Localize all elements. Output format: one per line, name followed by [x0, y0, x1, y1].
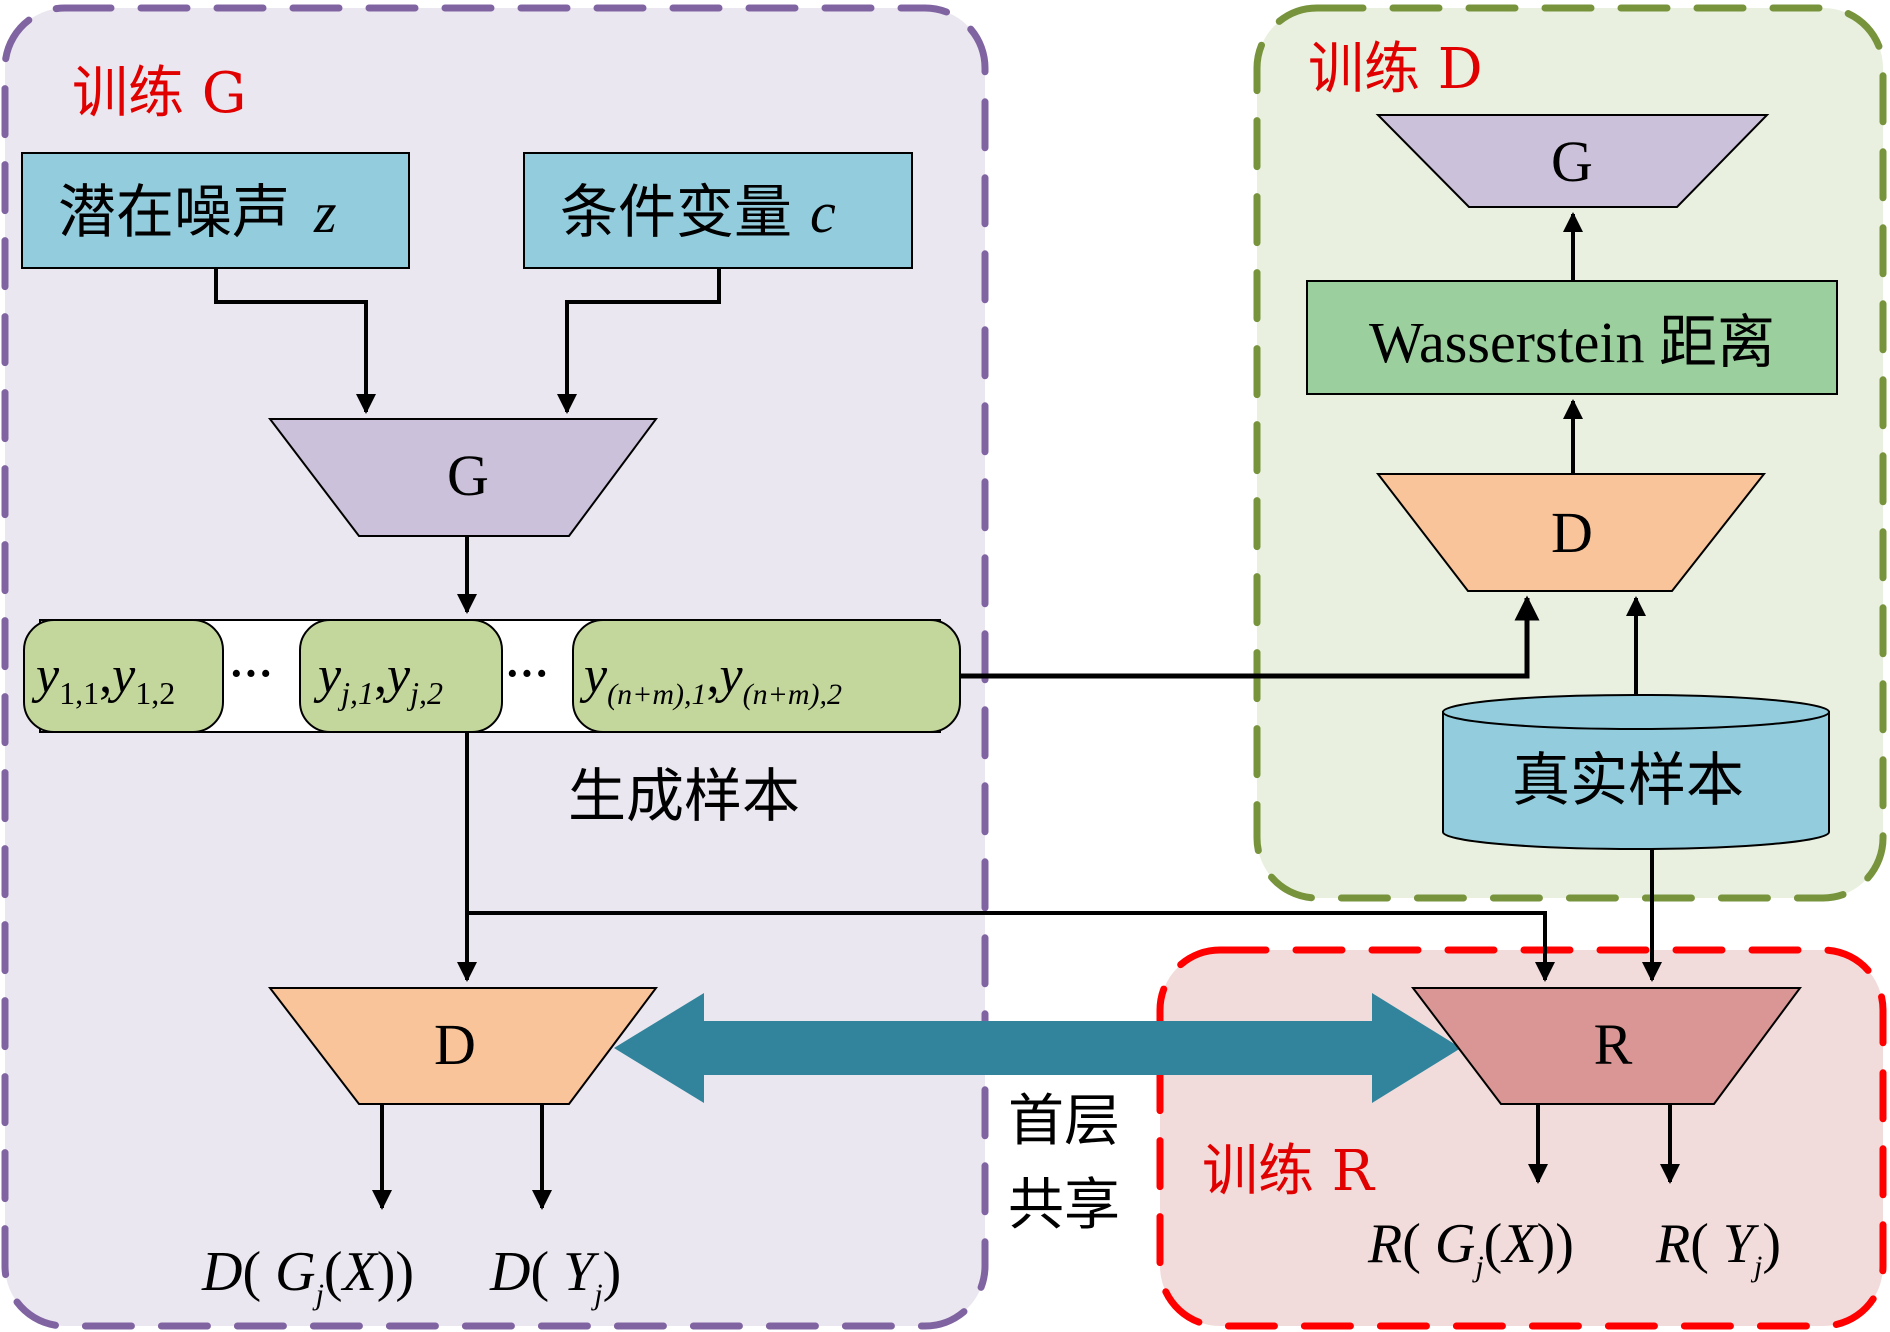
- train-r-label: 训练 R: [1202, 1139, 1376, 1204]
- network-r: R: [1410, 987, 1802, 1105]
- generated-samples-row: y1,1,y1,2 ··· yj,1,yj,2 ··· y(n+m),1,y(n…: [23, 619, 961, 733]
- samples-to-r-arrow: [467, 911, 1555, 982]
- r-real-output-label: R( Yj): [1655, 1213, 1781, 1283]
- d-fake-output-label: D( Gj(X)): [201, 1241, 414, 1311]
- noise-to-g-arrow: [214, 268, 376, 414]
- svg-text:D: D: [1551, 500, 1593, 565]
- condition-to-g-arrow: [557, 268, 721, 414]
- ellipsis: ···: [229, 649, 273, 698]
- svg-text:Wasserstein 距离: Wasserstein 距离: [1369, 310, 1775, 375]
- wasserstein-distance-box: Wasserstein 距离: [1306, 280, 1838, 395]
- samples-to-d-right-arrow: [960, 595, 1540, 679]
- train-g-label: 训练 G: [72, 61, 247, 126]
- real-samples-database: 真实样本: [1442, 694, 1830, 850]
- svg-text:G: G: [447, 443, 489, 508]
- sample-item: [23, 619, 224, 733]
- generator-g-left: G: [267, 418, 658, 537]
- sample-item-label: y1,1,y1,2: [31, 647, 175, 711]
- shared-label-line2: 共享: [1008, 1173, 1120, 1238]
- first-layer-shared-arrow: [614, 993, 1461, 1103]
- train-d-label: 训练 D: [1308, 37, 1483, 102]
- shared-label-line1: 首层: [1008, 1089, 1120, 1154]
- r-fake-output-label: R( Gj(X)): [1367, 1213, 1574, 1283]
- sample-item: [299, 619, 503, 733]
- generator-g-right: G: [1375, 114, 1770, 208]
- sample-item-label: yj,1,yj,2: [313, 647, 443, 711]
- svg-text:G: G: [1551, 129, 1593, 194]
- d-real-output-label: D( Yj): [489, 1241, 621, 1311]
- ellipsis: ···: [505, 649, 549, 698]
- svg-text:R: R: [1594, 1012, 1633, 1077]
- sample-item: [572, 619, 961, 733]
- svg-text:D: D: [434, 1012, 476, 1077]
- discriminator-d-left: D: [267, 987, 658, 1105]
- discriminator-d-right: D: [1375, 473, 1767, 592]
- svg-text:真实样本: 真实样本: [1512, 746, 1744, 814]
- generated-samples-caption: 生成样本: [568, 762, 800, 830]
- sample-item-label: y(n+m),1,y(n+m),2: [579, 647, 842, 711]
